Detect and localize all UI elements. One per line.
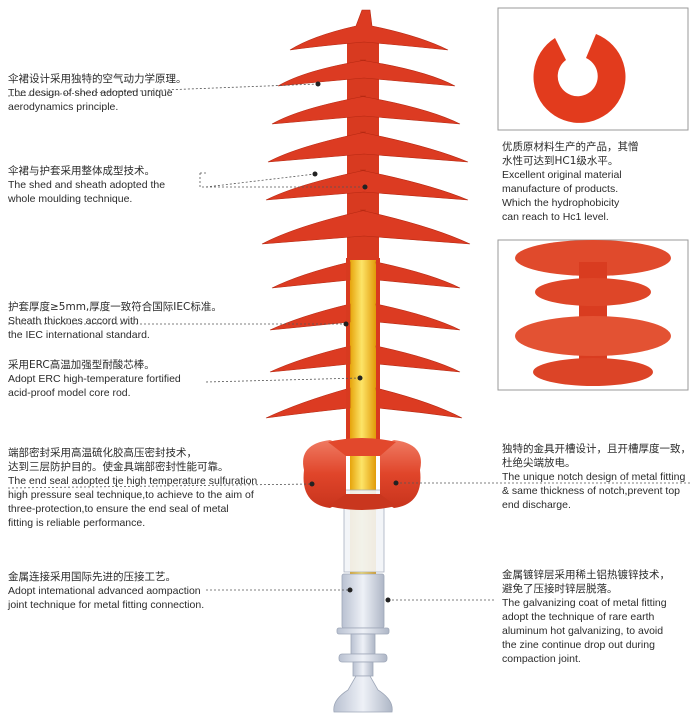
callout-material-en-1: Excellent original material — [502, 169, 622, 181]
callout-end-seal-zh-2: 达到三层防护目的。使金具端部密封性能可靠。 — [8, 461, 229, 473]
callout-galvanizing: 金属镀锌层采用稀土铝热镀锌技术， 避免了压接时锌层脱落。 The galvani… — [502, 568, 670, 666]
callout-end-seal-en-4: fitting is reliable performance. — [8, 517, 146, 529]
leader-lines — [7, 83, 692, 601]
callout-end-seal-en-3: three-protection,to ensure the end seal … — [8, 503, 229, 515]
callout-notch-en-2: & same thickness of notch,prevent top — [502, 485, 681, 497]
metal-fitting — [333, 489, 393, 713]
callout-shed-design-zh: 伞裙设计采用独特的空气动力学原理。 — [8, 73, 187, 85]
callout-material: 优质原材料生产的产品，其憎 水性可达到HC1级水平。 Excellent ori… — [502, 140, 639, 224]
callout-sheath: 护套厚度≥5mm,厚度一致符合国际IEC标准。 Sheath thicknes … — [8, 300, 222, 342]
callout-material-en-2: manufacture of products. — [502, 183, 619, 195]
sheds — [261, 9, 471, 419]
callout-notch-zh-2: 杜绝尖端放电。 — [502, 457, 576, 469]
callout-shed-design-en-1: The design of shed adopted unique — [8, 87, 173, 99]
callout-crimping: 金属连接采用国际先进的压接工艺。 Adopt intemational adva… — [8, 570, 204, 612]
callout-galvanizing-zh-2: 避免了压接时锌层脱落。 — [502, 583, 618, 595]
callout-crimping-zh: 金属连接采用国际先进的压接工艺。 — [8, 571, 176, 583]
callout-galvanizing-en-4: the zine continue drop out during — [502, 639, 655, 651]
callout-end-seal-en-1: The end seal adopted tje high temperatur… — [8, 475, 258, 487]
callout-core-rod-zh: 采用ERC高温加强型耐酸芯棒。 — [8, 359, 155, 371]
callout-crimping-en-2: joint technique for metal fitting connec… — [8, 599, 205, 611]
callout-core-rod-en-2: acid-proof model core rod. — [8, 387, 131, 399]
callout-shed-design: 伞裙设计采用独特的空气动力学原理。 The design of shed ado… — [8, 72, 187, 114]
seal-ring — [303, 440, 346, 508]
callout-sheath-en-2: the IEC international standard. — [8, 329, 150, 341]
callout-material-zh-2: 水性可达到HC1级水平。 — [502, 155, 619, 167]
callout-material-zh-1: 优质原材料生产的产品，其憎 — [502, 141, 639, 153]
callout-material-en-4: can reach to Hc1 level. — [502, 211, 609, 223]
callout-galvanizing-en-5: compaction joint. — [502, 653, 581, 665]
callout-notch-en-3: end discharge. — [502, 499, 571, 511]
callout-moulding-en-1: The shed and sheath adopted the — [8, 179, 166, 191]
callout-notch-en-1: The unique notch design of metal fitting — [502, 471, 686, 483]
callout-core-rod-en-1: Adopt ERC high-temperature fortified — [8, 373, 181, 385]
callout-core-rod: 采用ERC高温加强型耐酸芯棒。 Adopt ERC high-temperatu… — [8, 358, 181, 400]
callout-crimping-en-1: Adopt intemational advanced aompaction — [8, 585, 201, 597]
callout-end-seal: 端部密封采用高温硫化胶高压密封技术， 达到三层防护目的。使金具端部密封性能可靠。… — [8, 446, 257, 530]
shed-disc-photo — [497, 7, 689, 131]
callout-sheath-en-1: Sheath thicknes accord with — [8, 315, 139, 327]
callout-material-en-3: Which the hydrophobicity — [502, 197, 620, 209]
callout-moulding: 伞裙与护套采用整体成型技术。 The shed and sheath adopt… — [8, 164, 165, 206]
leader-dots — [309, 81, 399, 603]
callout-galvanizing-en-3: aluminum hot galvanizing, to avoid — [502, 625, 664, 637]
callout-sheath-zh: 护套厚度≥5mm,厚度一致符合国际IEC标准。 — [8, 301, 222, 313]
callout-galvanizing-en-2: adopt the technique of rare earth — [502, 611, 655, 623]
callout-notch-zh-1: 独特的金具开槽设计，且开槽厚度一致， — [502, 443, 691, 455]
callout-notch: 独特的金具开槽设计，且开槽厚度一致， 杜绝尖端放电。 The unique no… — [502, 442, 691, 512]
callout-end-seal-zh-1: 端部密封采用高温硫化胶高压密封技术， — [8, 447, 197, 459]
callout-end-seal-en-2: high pressure seal technique,to achieve … — [8, 489, 254, 501]
callout-galvanizing-zh-1: 金属镀锌层采用稀土铝热镀锌技术， — [502, 569, 670, 581]
sheds-closeup-photo — [497, 239, 689, 391]
callout-moulding-en-2: whole moulding technique. — [8, 193, 133, 205]
callout-shed-design-en-2: aerodynamics principle. — [8, 101, 119, 113]
callout-galvanizing-en-1: The galvanizing coat of metal fitting — [502, 597, 667, 609]
callout-moulding-zh: 伞裙与护套采用整体成型技术。 — [8, 165, 155, 177]
